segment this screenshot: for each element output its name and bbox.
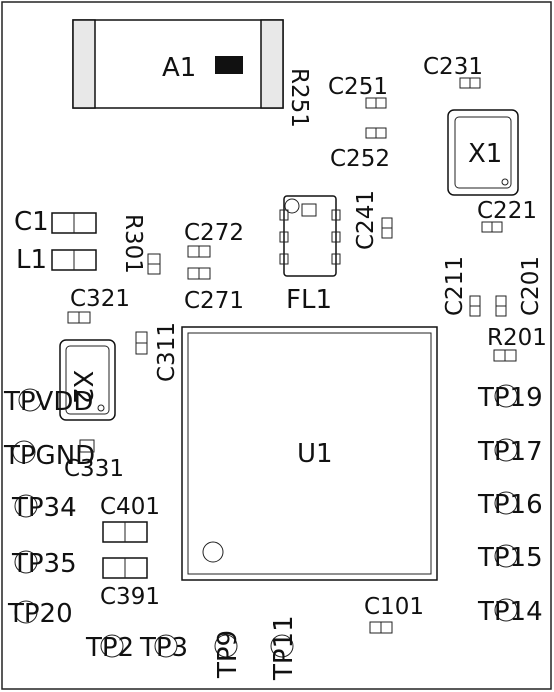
label-c241: C241 (353, 190, 379, 250)
label-tp2: TP2 (85, 633, 134, 663)
label-l1: L1 (16, 245, 47, 275)
label-x2: X2 (67, 370, 97, 404)
label-c391: C391 (100, 584, 160, 610)
cap-c272[interactable] (187, 245, 211, 258)
cap-c101[interactable] (369, 621, 393, 634)
crystal-x1[interactable]: X1 (447, 109, 519, 196)
testpoint-tp3[interactable]: TP3 (139, 633, 188, 663)
label-r201: R201 (487, 325, 547, 351)
cap-c211[interactable] (469, 295, 481, 317)
label-tp15: TP15 (477, 543, 543, 573)
cap-c311[interactable] (135, 331, 148, 355)
testpoint-tp9[interactable]: TP9 (213, 630, 243, 679)
resistor-r301[interactable] (147, 253, 161, 275)
testpoint-tp34[interactable]: TP34 (11, 493, 77, 523)
label-tp34: TP34 (11, 493, 77, 523)
label-tp3: TP3 (139, 633, 188, 663)
testpoint-tp16[interactable]: TP16 (477, 490, 543, 520)
label-c211: C211 (442, 256, 468, 316)
label-tp16: TP16 (477, 490, 543, 520)
label-tp11: TP11 (269, 615, 299, 681)
label-c401: C401 (100, 494, 160, 520)
label-r301: R301 (120, 214, 146, 274)
resistor-r201[interactable] (493, 349, 517, 362)
label-r251: R251 (286, 68, 312, 128)
testpoint-tpvdd[interactable]: TPVDD (3, 387, 93, 417)
label-c271: C271 (184, 288, 244, 314)
label-c101: C101 (364, 594, 424, 620)
label-c251: C251 (328, 74, 388, 100)
cap-c221[interactable] (481, 221, 503, 233)
testpoint-tp17[interactable]: TP17 (477, 437, 543, 467)
filter-fl1[interactable] (279, 195, 341, 277)
antenna-a1[interactable]: A1 (72, 19, 284, 109)
label-c311: C311 (154, 322, 180, 382)
label-c321: C321 (70, 286, 130, 312)
label-tp20: TP20 (7, 599, 73, 629)
cap-c241[interactable] (381, 217, 393, 239)
label-c272: C272 (184, 220, 244, 246)
crystal-x2[interactable]: X2 (59, 339, 116, 421)
cap-c331[interactable] (79, 439, 95, 453)
ic-u1[interactable]: U1 (181, 326, 438, 581)
label-tp35: TP35 (11, 549, 77, 579)
label-tp9: TP9 (213, 630, 243, 679)
cap-c391[interactable] (102, 557, 148, 579)
testpoint-tp15[interactable]: TP15 (477, 543, 543, 573)
label-x1: X1 (468, 139, 502, 169)
cap-c252[interactable] (365, 127, 387, 139)
testpoint-tp35[interactable]: TP35 (11, 549, 77, 579)
testpoint-tp20[interactable]: TP20 (7, 599, 73, 629)
label-tpvdd: TPVDD (3, 387, 93, 417)
label-c331: C331 (64, 456, 124, 482)
inductor-l1[interactable] (51, 249, 97, 271)
label-tp14: TP14 (477, 597, 543, 627)
testpoint-tp11[interactable]: TP11 (269, 615, 299, 681)
label-fl1: FL1 (286, 285, 332, 315)
label-c1: C1 (14, 207, 49, 237)
cap-c321[interactable] (67, 311, 91, 324)
label-c201: C201 (518, 256, 544, 316)
label-tp19: TP19 (477, 383, 543, 413)
cap-c1[interactable] (51, 212, 97, 234)
cap-c251[interactable] (365, 97, 387, 109)
label-u1: U1 (297, 439, 333, 469)
cap-c271[interactable] (187, 267, 211, 280)
testpoint-tp2[interactable]: TP2 (85, 633, 134, 663)
antenna-pin1-marker (215, 56, 243, 74)
testpoint-tp14[interactable]: TP14 (477, 597, 543, 627)
cap-c201[interactable] (495, 295, 507, 317)
testpoint-tp19[interactable]: TP19 (477, 383, 543, 413)
label-c252: C252 (330, 146, 390, 172)
cap-c231[interactable] (459, 77, 481, 89)
label-c231: C231 (423, 54, 483, 80)
cap-c401[interactable] (102, 521, 148, 543)
label-c221: C221 (477, 198, 537, 224)
label-a1: A1 (162, 53, 196, 83)
label-tp17: TP17 (477, 437, 543, 467)
